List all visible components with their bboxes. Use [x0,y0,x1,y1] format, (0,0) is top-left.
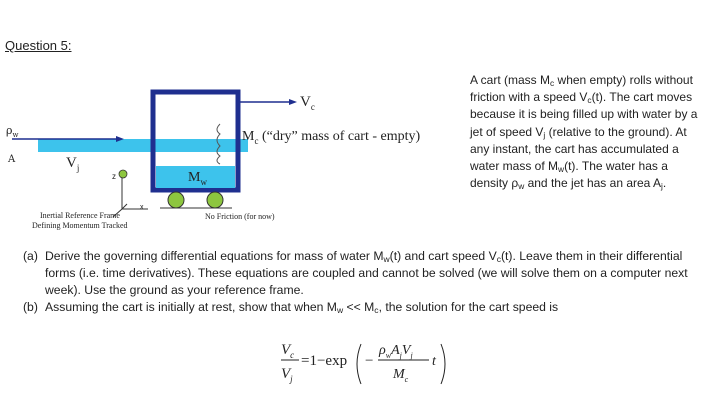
y-axis [112,203,128,218]
frame-caption-2: Defining Momentum Tracked [32,221,128,230]
svg-text:−: − [365,353,373,369]
part-a-label: (a) [23,249,38,263]
question-heading: Question 5: [5,38,72,53]
area-label: A [7,154,16,165]
splash-icon [216,123,221,165]
svg-text:ρwAjVj: ρwAjVj [378,343,413,360]
vc-arrow-head [289,99,297,105]
frame-caption-1: Inertial Reference Frame [40,211,120,220]
rho-label: ρw [6,124,18,139]
part-a: (a) Derive the governing differential eq… [23,249,688,297]
part-b-label: (b) [23,300,38,314]
axis-x-label: x [140,204,144,211]
friction-caption: No Friction (for now) [205,212,275,221]
water-jet [38,139,248,152]
vj-label: Vj [66,155,79,173]
wheel-right [206,191,224,209]
mw-label: Mw [188,170,207,187]
cart-diagram: ρw A Vj Mw Vc Mc (“dry” mass of cart - e… [6,89,421,230]
svg-text:t: t [432,354,437,369]
cart-body [150,89,241,193]
svg-text:Vc: Vc [281,342,294,360]
jet-arrow-head [116,136,124,142]
svg-text:Mc: Mc [392,367,409,384]
problem-statement: A cart (mass Mc when empty) rolls withou… [470,73,698,192]
cart-speed-formula: Vc Vj =1−exp − ρwAjVj Mc t [281,342,446,385]
svg-text:=1−exp: =1−exp [301,353,347,369]
part-b: (b) Assuming the cart is initially at re… [23,300,559,316]
water-in-cart [156,166,235,188]
axis-z-label: z [112,172,116,181]
mc-label: Mc (“dry” mass of cart - empty) [242,129,421,146]
question-parts: (a) Derive the governing differential eq… [23,248,693,316]
svg-text:Vj: Vj [281,366,293,384]
wheel-left [167,191,185,209]
vc-label: Vc [300,94,315,112]
frame-origin-icon [118,169,128,179]
